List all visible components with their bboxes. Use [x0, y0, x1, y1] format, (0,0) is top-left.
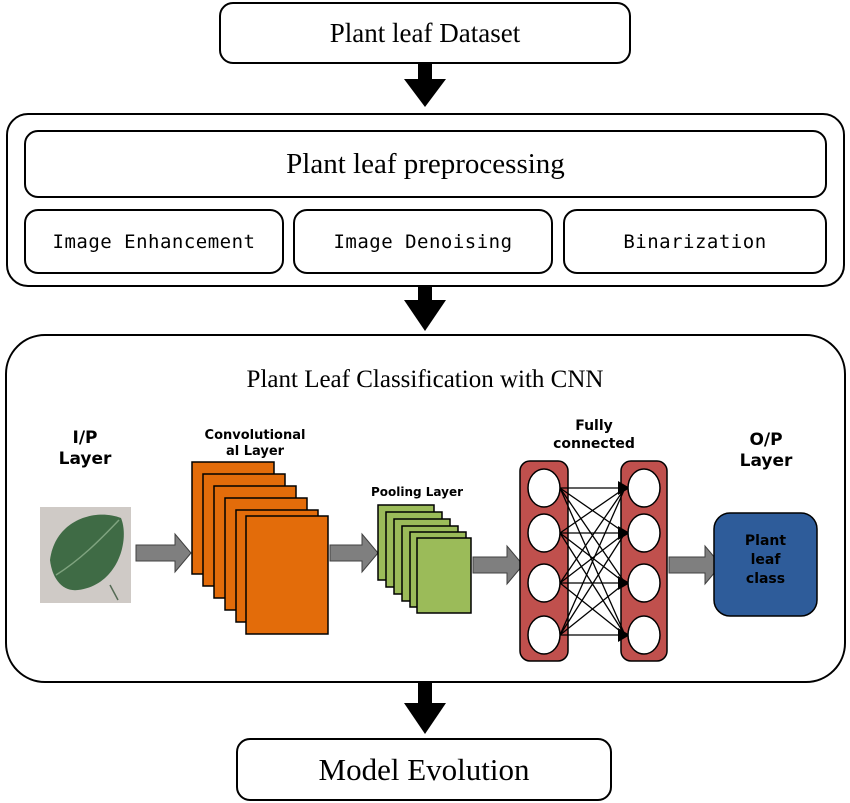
input-layer-label: I/P Layer [40, 428, 130, 471]
gray-arrow-3 [472, 544, 524, 586]
step-label: Image Denoising [333, 230, 513, 253]
preprocessing-title: Plant leaf preprocessing [286, 147, 565, 180]
step-image-denoising: Image Denoising [293, 209, 553, 274]
gray-arrow-1 [135, 532, 192, 574]
model-evolution-label: Model Evolution [318, 751, 530, 787]
output-class-line1: Plant [744, 533, 787, 549]
flow-arrow-1 [404, 64, 446, 107]
output-class-label: Plant leaf class [714, 532, 817, 589]
output-class-line3: class [745, 570, 786, 587]
fully-connected-label: Fully connected [520, 418, 668, 453]
preprocessing-title-box: Plant leaf preprocessing [24, 130, 827, 198]
fully-connected-line1: Fully [575, 418, 613, 434]
step-image-enhancement: Image Enhancement [24, 209, 284, 274]
output-layer-line2: Layer [739, 451, 793, 472]
conv-layer-line1: Convolutional [204, 428, 306, 443]
output-layer-line1: O/P [749, 430, 783, 450]
leaf-image [40, 507, 131, 603]
pooling-layer-label: Pooling Layer [370, 485, 464, 499]
model-evolution-box: Model Evolution [236, 738, 612, 801]
input-layer-line1: I/P [72, 428, 98, 448]
input-layer-line2: Layer [58, 449, 112, 470]
conv-layer-label: Convolutional al Layer [185, 428, 325, 461]
step-label: Binarization [623, 230, 767, 253]
pooling-layer-stack [377, 504, 472, 614]
output-class-line2: leaf [750, 551, 781, 568]
dataset-box: Plant leaf Dataset [219, 2, 631, 64]
gray-arrow-2 [329, 532, 379, 574]
flow-arrow-2 [404, 287, 446, 331]
gray-arrow-4 [668, 544, 722, 586]
cnn-title: Plant Leaf Classification with CNN [246, 366, 604, 393]
conv-layer-stack [191, 461, 329, 635]
step-binarization: Binarization [563, 209, 827, 274]
output-class-box [713, 512, 818, 617]
dataset-label: Plant leaf Dataset [329, 17, 521, 48]
fully-connected-line2: connected [553, 435, 635, 452]
step-label: Image Enhancement [52, 230, 256, 253]
fully-connected-network [519, 460, 668, 662]
flow-arrow-3 [404, 683, 446, 734]
output-layer-label: O/P Layer [718, 430, 814, 473]
conv-layer-line2: al Layer [225, 444, 285, 460]
